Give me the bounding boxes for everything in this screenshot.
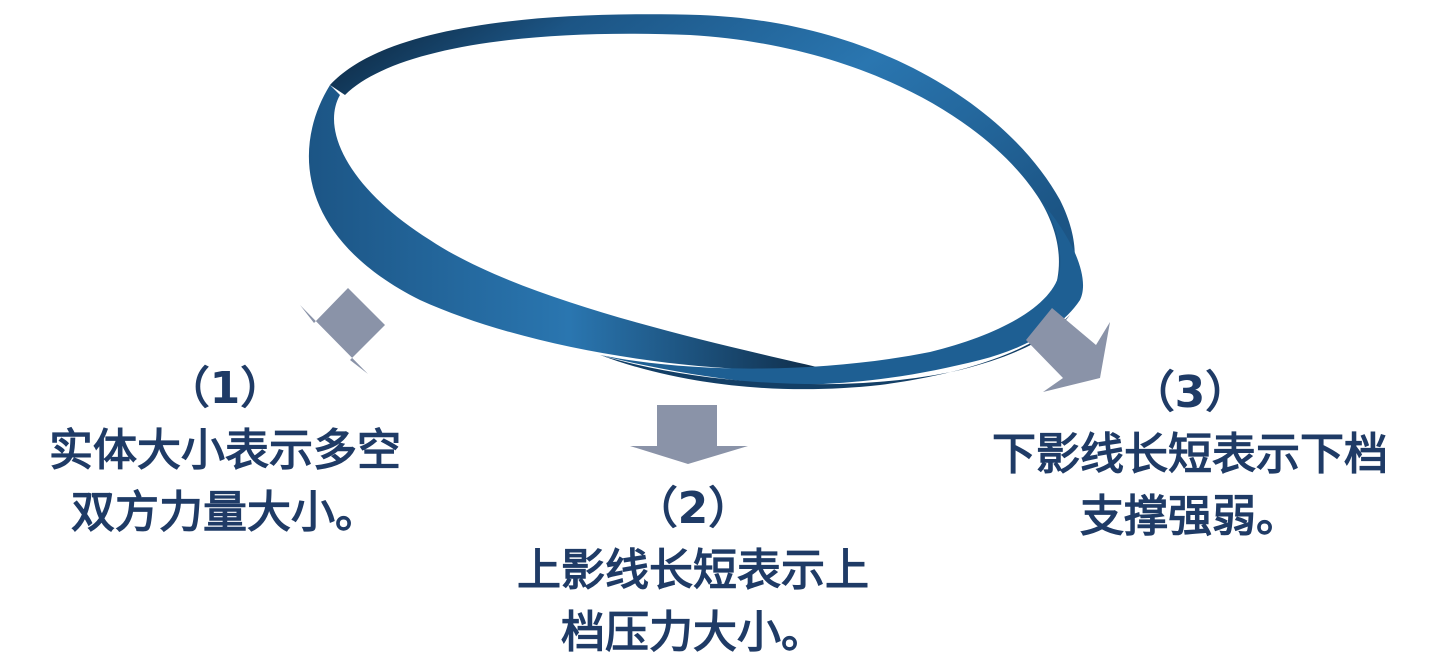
item-3-label: （3） 下影线长短表示下档 支撑强弱。 (950, 362, 1430, 548)
arrow-down-icon (630, 405, 748, 464)
item-2-number: （2） (633, 483, 753, 534)
band-left-wide (308, 85, 830, 371)
arrow-down-right-icon (1026, 308, 1110, 392)
item-3-line-2: 支撑强弱。 (1080, 491, 1300, 542)
item-1-number: （1） (165, 363, 285, 414)
arrow-down-left-icon (300, 288, 385, 374)
item-2-line-1: 上影线长短表示上 (517, 545, 869, 596)
item-1-line-1: 实体大小表示多空 (49, 425, 401, 476)
item-1-label: （1） 实体大小表示多空 双方力量大小。 (0, 358, 450, 544)
item-1-line-2: 双方力量大小。 (71, 487, 379, 538)
item-3-line-1: 下影线长短表示下档 (992, 429, 1388, 480)
item-3-number: （3） (1130, 367, 1250, 418)
band-top-rim (330, 14, 1075, 321)
mobius-band (308, 14, 1084, 390)
item-2-label: （2） 上影线长短表示上 档压力大小。 (468, 478, 918, 664)
item-2-line-2: 档压力大小。 (561, 607, 825, 658)
